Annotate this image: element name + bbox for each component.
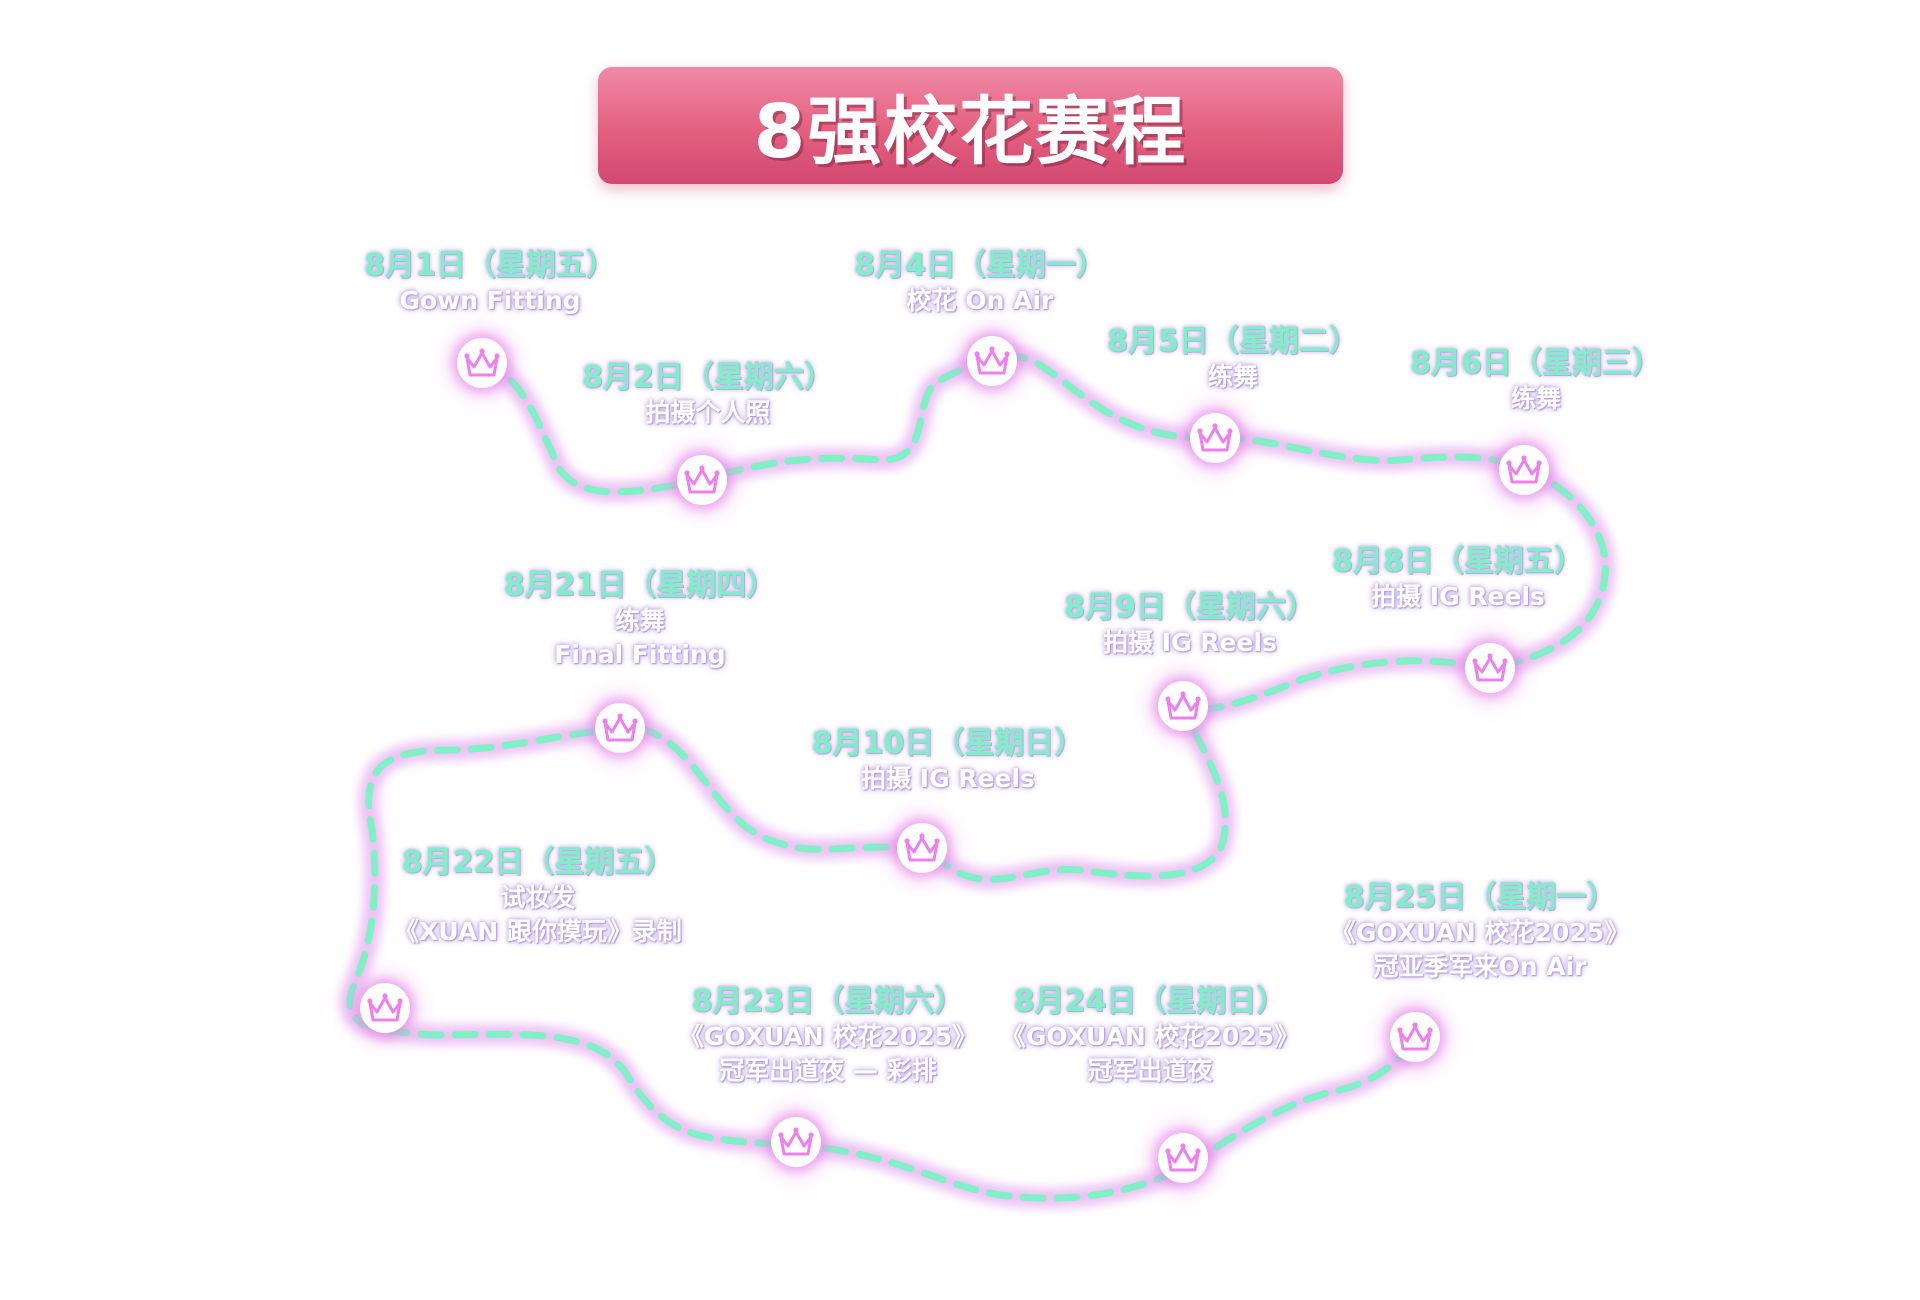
- event-date: 8月5日（星期二）: [1107, 324, 1359, 359]
- crown-icon: [974, 346, 1010, 375]
- event-date: 8月24日（星期日）: [1013, 984, 1287, 1019]
- event-label-aug-23: 8月23日（星期六） 《GOXUAN 校花2025》 冠军出道夜 — 彩排: [638, 984, 1018, 1088]
- event-label-aug-21: 8月21日（星期四） 练舞 Final Fitting: [450, 568, 830, 672]
- crown-icon: [1197, 423, 1233, 452]
- event-marker-aug-5: [1190, 413, 1240, 463]
- event-date: 8月10日（星期日）: [811, 726, 1085, 761]
- event-detail: 《GOXUAN 校花2025》: [1000, 1022, 1300, 1051]
- event-detail: 《GOXUAN 校花2025》: [1330, 918, 1630, 947]
- event-date: 8月23日（星期六）: [691, 984, 965, 1019]
- crown-icon: [1165, 1143, 1201, 1172]
- event-detail: 拍摄 IG Reels: [1371, 582, 1545, 611]
- event-detail: 练舞: [614, 606, 665, 635]
- event-date: 8月4日（星期一）: [854, 248, 1106, 283]
- event-label-aug-22: 8月22日（星期五） 试妆发 《XUAN 跟你摸玩》录制: [348, 845, 728, 949]
- event-label-aug-25: 8月25日（星期一） 《GOXUAN 校花2025》 冠亚季军来On Air: [1290, 880, 1670, 984]
- crown-icon: [367, 993, 403, 1022]
- event-marker-aug-1: [457, 338, 507, 388]
- event-date: 8月1日（星期五）: [364, 248, 616, 283]
- event-label-aug-8: 8月8日（星期五） 拍摄 IG Reels: [1268, 544, 1648, 614]
- crown-icon: [1506, 455, 1542, 484]
- event-marker-aug-22: [360, 983, 410, 1033]
- event-detail: 练舞: [1207, 362, 1258, 391]
- event-detail: Final Fitting: [554, 640, 726, 669]
- crown-icon: [778, 1127, 814, 1156]
- event-marker-aug-25: [1390, 1012, 1440, 1062]
- event-date: 8月9日（星期六）: [1064, 590, 1316, 625]
- crown-icon: [684, 465, 720, 494]
- crown-icon: [464, 348, 500, 377]
- event-marker-aug-24: [1158, 1133, 1208, 1183]
- event-detail: 拍摄 IG Reels: [861, 764, 1035, 793]
- event-date: 8月8日（星期五）: [1332, 544, 1584, 579]
- event-marker-aug-21: [595, 703, 645, 753]
- event-detail: 拍摄个人照: [645, 398, 771, 427]
- event-label-aug-1: 8月1日（星期五） Gown Fitting: [300, 248, 680, 318]
- event-marker-aug-10: [897, 823, 947, 873]
- event-label-aug-24: 8月24日（星期日） 《GOXUAN 校花2025》 冠军出道夜: [960, 984, 1340, 1088]
- event-marker-aug-8: [1465, 643, 1515, 693]
- title-banner: 8强校花赛程: [598, 67, 1343, 184]
- event-date: 8月6日（星期三）: [1410, 346, 1662, 381]
- event-detail: 练舞: [1510, 384, 1561, 413]
- crown-icon: [1472, 653, 1508, 682]
- event-detail: Gown Fitting: [399, 286, 581, 315]
- event-label-aug-5: 8月5日（星期二） 练舞: [1043, 324, 1423, 394]
- event-date: 8月21日（星期四）: [503, 568, 777, 603]
- event-label-aug-4: 8月4日（星期一） 校花 On Air: [790, 248, 1170, 318]
- event-label-aug-6: 8月6日（星期三） 练舞: [1346, 346, 1726, 416]
- event-detail: 冠亚季军来On Air: [1373, 952, 1587, 981]
- crown-icon: [1397, 1022, 1433, 1051]
- event-detail: 《XUAN 跟你摸玩》录制: [394, 917, 682, 946]
- event-marker-aug-23: [771, 1117, 821, 1167]
- crown-icon: [904, 833, 940, 862]
- event-detail: 试妆发: [500, 883, 576, 912]
- event-label-aug-10: 8月10日（星期日） 拍摄 IG Reels: [758, 726, 1138, 796]
- page-title: 8强校花赛程: [753, 89, 1188, 175]
- event-detail: 拍摄 IG Reels: [1103, 628, 1277, 657]
- event-label-aug-2: 8月2日（星期六） 拍摄个人照: [518, 360, 898, 430]
- event-date: 8月22日（星期五）: [401, 845, 675, 880]
- event-detail: 冠军出道夜 — 彩排: [719, 1056, 937, 1085]
- event-marker-aug-4: [967, 336, 1017, 386]
- event-date: 8月25日（星期一）: [1343, 880, 1617, 915]
- crown-icon: [602, 713, 638, 742]
- crown-icon: [1165, 691, 1201, 720]
- event-marker-aug-2: [677, 455, 727, 505]
- event-marker-aug-6: [1499, 445, 1549, 495]
- event-detail: 《GOXUAN 校花2025》: [678, 1022, 978, 1051]
- event-detail: 校花 On Air: [906, 286, 1054, 315]
- event-label-aug-9: 8月9日（星期六） 拍摄 IG Reels: [1000, 590, 1380, 660]
- event-date: 8月2日（星期六）: [582, 360, 834, 395]
- event-marker-aug-9: [1158, 681, 1208, 731]
- event-detail: 冠军出道夜: [1087, 1056, 1213, 1085]
